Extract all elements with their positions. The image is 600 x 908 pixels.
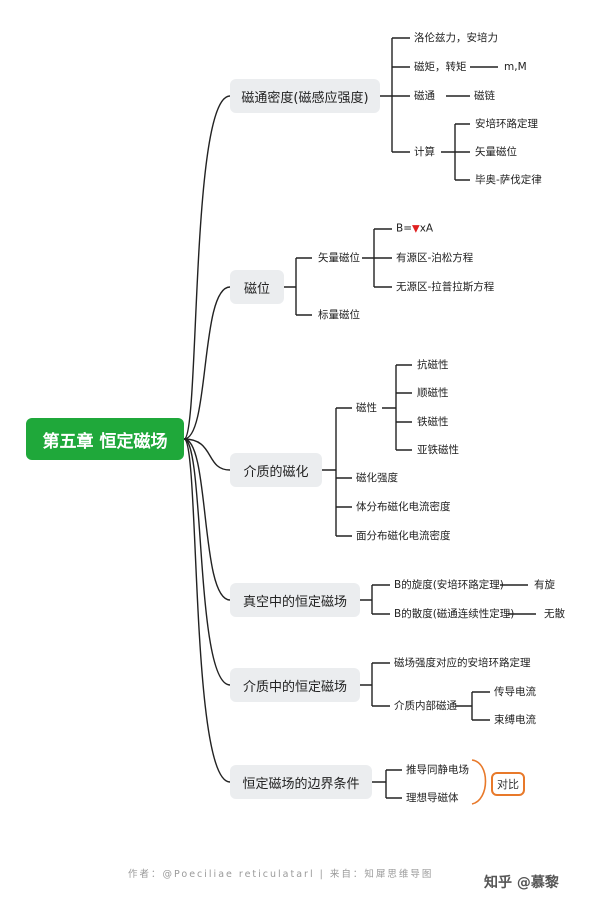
leaf-poisson-equation: 有源区-泊松方程 bbox=[396, 252, 474, 264]
branch-magnetization: 介质的磁化 bbox=[230, 453, 322, 487]
leaf-lorentz-force: 洛伦兹力，安培力 bbox=[414, 32, 498, 44]
branch-medium-field: 介质中的恒定磁场 bbox=[230, 668, 360, 702]
leaf-derive-like-electrostatic: 推导同静电场 bbox=[406, 764, 469, 776]
leaf-inner-flux: 介质内部磁通 bbox=[394, 700, 457, 712]
leaf-ferromagnetism: 铁磁性 bbox=[417, 416, 449, 428]
leaf-scalar-potential: 标量磁位 bbox=[318, 309, 360, 321]
leaf-b-curl-a: B=▼xA bbox=[396, 222, 434, 235]
leaf-ideal-magnetic-conductor: 理想导磁体 bbox=[406, 792, 459, 804]
leaf-laplace-equation: 无源区-拉普拉斯方程 bbox=[396, 281, 495, 293]
leaf-magnetization-intensity: 磁化强度 bbox=[356, 472, 398, 484]
leaf-flux-linkage: 磁链 bbox=[474, 90, 495, 102]
branch-boundary-conditions: 恒定磁场的边界条件 bbox=[230, 765, 372, 799]
leaf-diamagnetism: 抗磁性 bbox=[417, 359, 449, 371]
nabla-icon: ▼ bbox=[412, 223, 420, 235]
leaf-rotational: 有旋 bbox=[534, 579, 555, 591]
leaf-calculation: 计算 bbox=[414, 146, 435, 158]
leaf-ampere-loop-law: 安培环路定理 bbox=[475, 118, 538, 130]
leaf-torque: 磁矩，转矩 bbox=[414, 61, 467, 73]
branch-vacuum-field: 真空中的恒定磁场 bbox=[230, 583, 360, 617]
leaf-paramagnetism: 顺磁性 bbox=[417, 387, 449, 399]
leaf-divergence-of-b: B的散度(磁通连续性定理) bbox=[394, 608, 515, 620]
branch-magnetic-potential: 磁位 bbox=[230, 270, 284, 304]
leaf-vector-magnetic-potential: 矢量磁位 bbox=[318, 252, 360, 264]
branch-flux-density: 磁通密度(磁感应强度) bbox=[230, 79, 380, 113]
leaf-moment-symbols: m,M bbox=[504, 61, 527, 73]
leaf-conduction-current: 传导电流 bbox=[494, 686, 536, 698]
leaf-flux: 磁通 bbox=[414, 90, 435, 102]
leaf-ferrimagnetism: 亚铁磁性 bbox=[417, 444, 459, 456]
leaf-volume-current-density: 体分布磁化电流密度 bbox=[356, 501, 451, 513]
leaf-biot-savart: 毕奥-萨伐定律 bbox=[475, 174, 542, 186]
brand-watermark: 知乎 @慕黎 bbox=[484, 875, 559, 891]
leaf-magnetism: 磁性 bbox=[356, 402, 377, 414]
root-topic: 第五章 恒定磁场 bbox=[26, 418, 184, 460]
leaf-divergence-free: 无散 bbox=[544, 608, 565, 620]
leaf-h-ampere-law: 磁场强度对应的安培环路定理 bbox=[394, 657, 531, 669]
leaf-curl-of-b: B的旋度(安培环路定理) bbox=[394, 579, 504, 591]
leaf-vector-potential: 矢量磁位 bbox=[475, 146, 517, 158]
leaf-bound-current: 束缚电流 bbox=[494, 714, 536, 726]
footer-credit: 作者：@Poeciliae reticulatarl | 来自：知犀思维导图 bbox=[128, 869, 434, 880]
compare-note: 对比 bbox=[491, 772, 525, 796]
leaf-surface-current-density: 面分布磁化电流密度 bbox=[356, 530, 451, 542]
